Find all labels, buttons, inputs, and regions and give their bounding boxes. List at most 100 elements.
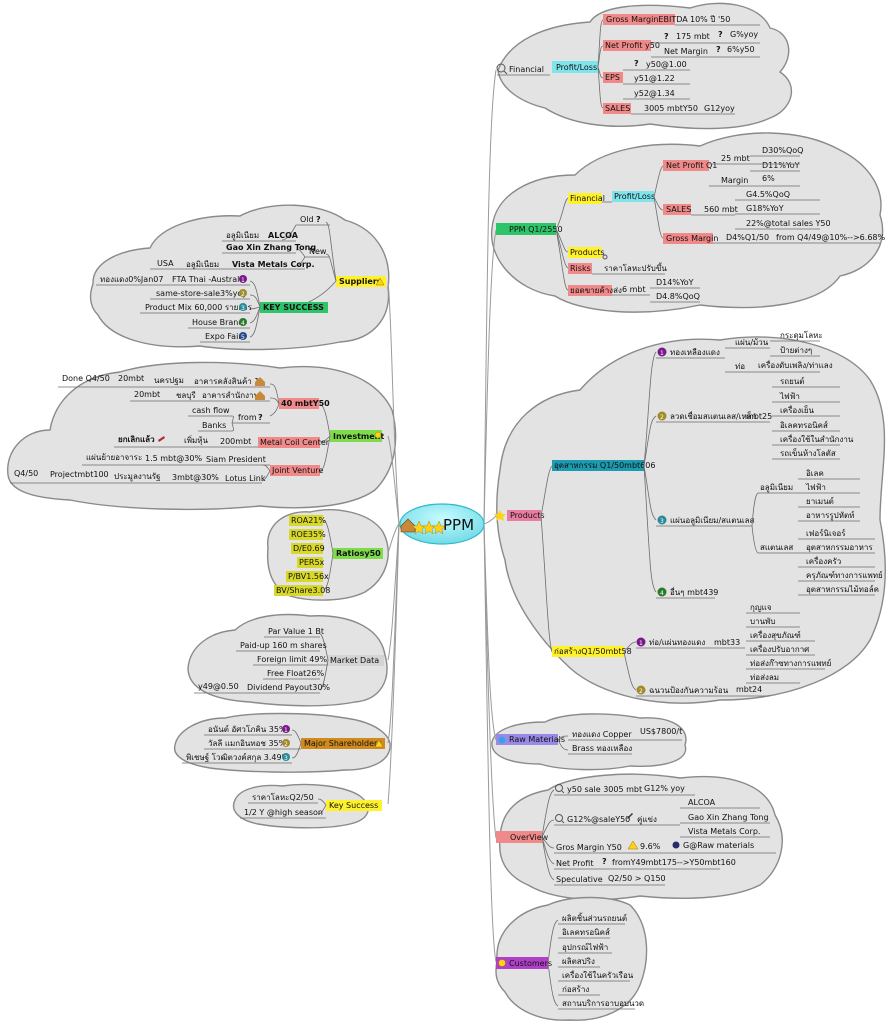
question-icon: ? xyxy=(718,30,723,39)
branch-ppm-q1[interactable]: PPM Q1/2550 Financial Profit/Loss Net Pr… xyxy=(496,146,885,303)
investment-chonburi: ชลบุรี xyxy=(176,391,196,400)
wire-item-3: อิเลคทรอนิคส์ xyxy=(780,420,828,430)
products-label: Products xyxy=(510,511,545,520)
overview-g12: G12%@saleY50 xyxy=(567,815,630,824)
svg-text:4: 4 xyxy=(241,320,245,327)
branch-products[interactable]: Products อุตสาหกรรม Q1/50mbt606 1 ทองเหล… xyxy=(494,330,883,697)
raw-copper-price: US$7800/t xyxy=(640,727,682,736)
wire: ลวดเชื่อมสแตนเลส/เหล็ก xyxy=(670,410,757,421)
ppm-backlog-6: 6 mbt xyxy=(622,285,646,294)
suppliers-alcoa: ALCOA xyxy=(268,231,299,240)
overview-spec-value: Q2/50 > Q150 xyxy=(608,874,666,883)
eps-y50: y50@1.00 xyxy=(646,60,687,69)
wire-item-4: เครื่องใช้ในสำนักงาน xyxy=(780,433,854,444)
investment-project: Projectmbt100 xyxy=(50,470,109,479)
overview-rival: คู่แข่ง xyxy=(637,815,657,825)
financial-profit-loss: Profit/Loss xyxy=(556,63,597,72)
home-icon xyxy=(400,518,416,533)
insulation: ฉนวนป้องกันความร้อน xyxy=(649,686,729,695)
investment-nakhon: นครปฐม xyxy=(154,376,184,385)
star-icon xyxy=(431,520,447,535)
suppliers-vista: Vista Metals Corp. xyxy=(232,260,315,269)
ppm-gm-d4: D4%Q1/50 xyxy=(726,233,769,242)
home-icon xyxy=(255,377,265,386)
cloud-market xyxy=(187,613,388,707)
shareholder-item-2: พิเชษฐ์ โวฒิตวงค์สกุล 3.49% xyxy=(186,752,290,762)
net-profit-y50: Net Profit y50 xyxy=(605,41,660,50)
stainless-item-4: อุตสาหกรรมไม้ทอล์ค xyxy=(806,584,879,594)
branch-investment[interactable]: Investment 40 mbtY50 Done Q4/50 20mbt นค… xyxy=(10,374,384,484)
ratio-item-0: ROA21% xyxy=(291,516,326,525)
customer-item-4: เครื่องใช้ในครัวเรือน xyxy=(562,969,634,980)
investment-mbt20b: 20mbt xyxy=(134,390,160,399)
wire-item-1: ไฟฟ้า xyxy=(779,392,800,401)
center-label: PPM xyxy=(443,516,474,534)
alu-item-0: อิเลค xyxy=(806,469,824,478)
eps-y52: y52@1.34 xyxy=(634,89,675,98)
overview-gross-margin: Gros Margin Y50 xyxy=(556,843,622,852)
market-item-2: Foreign limit 49% xyxy=(257,655,327,664)
suppliers-new: New xyxy=(309,247,327,256)
sales-value: 3005 mbtY50 xyxy=(644,104,698,113)
branch-shareholders[interactable]: Major Shareholders อนันต์ อัศวโภคิน 35% … xyxy=(182,724,385,764)
ppm-margin: Margin xyxy=(721,176,748,185)
key-success-item-0: ราคาโลหะQ2/50 xyxy=(252,792,314,802)
ppm-np-25: 25 mbt xyxy=(721,154,750,163)
question-icon: ? xyxy=(634,59,639,68)
phone-icon xyxy=(627,813,633,819)
ppm-np-d30: D30%QoQ xyxy=(762,146,803,155)
ratio-item-5: BV/Share3.08 xyxy=(276,586,330,595)
branch-financial[interactable]: Financial Profit/Loss Gross MarginEBITDA… xyxy=(496,14,760,115)
branch-raw-materials[interactable]: Raw Materials ทองแดง Copper US$7800/t Br… xyxy=(496,727,682,755)
customer-item-0: ผลิตชิ้นส่วนรถยนต์ xyxy=(562,912,627,923)
center-node[interactable]: PPM xyxy=(399,503,485,545)
suppliers-old: Old xyxy=(300,215,314,224)
ratio-item-3: PER5x xyxy=(299,558,325,567)
ppm-profit-loss: Profit/Loss xyxy=(614,192,655,201)
branch-customers[interactable]: Customers ผลิตชิ้นส่วนรถยนต์ อิเลคทรอนิค… xyxy=(496,912,644,1010)
branch-market[interactable]: Market Data Par Value 1 Bt Paid-up 160 m… xyxy=(194,627,384,694)
hammer-icon xyxy=(158,436,165,442)
investment-q450: Q4/50 xyxy=(14,469,38,478)
question-icon: ? xyxy=(664,32,669,41)
gm-value: 10% ปี '50 xyxy=(690,15,730,24)
question-icon: ? xyxy=(258,413,263,422)
wire-mbt: mbt25 xyxy=(746,412,772,421)
ks-item-4: Expo Fair xyxy=(205,332,242,341)
investment-banks: Banks xyxy=(202,421,226,430)
branch-overview[interactable]: OverView y50 sale 3005 mbt G12% yoy G12%… xyxy=(496,784,776,886)
ppm-sales: SALES xyxy=(666,205,691,214)
ks-item-3: House Brand xyxy=(192,318,243,327)
financial-label: Financial xyxy=(509,65,544,74)
branch-suppliers[interactable]: Suppliers Old ? อลูมิเนียม ALCOA New Gao… xyxy=(96,215,386,343)
ppm-q1-label: PPM Q1/2550 xyxy=(509,225,563,234)
cloud-financial xyxy=(497,2,793,130)
branch-key-success[interactable]: Key Success ราคาโลหะQ2/50 1/2 Y @high se… xyxy=(240,792,382,819)
industry: อุตสาหกรรม Q1/50mbt606 xyxy=(554,461,655,470)
pipe-item-0: กุญแจ xyxy=(750,603,772,612)
pipe-item-3: เครื่องปรับอากาศ xyxy=(750,643,809,654)
stainless-item-1: อุตสาหกรรมอาหาร xyxy=(806,543,873,552)
np-g-yoy: G%yoy xyxy=(730,30,758,39)
ppm-gm-from: from Q4/49@10%-->6.68% xyxy=(776,233,885,242)
gross-margin-ebitda: Gross MarginEBITDA xyxy=(606,15,688,24)
eps: EPS xyxy=(605,73,620,82)
copper-pipe-item-0: เครื่องดับเพลิง/ท่าแลง xyxy=(758,359,833,370)
construction: ก่อสร้างQ1/50mbt58 xyxy=(554,647,632,656)
market-item-4: Dividend Payout30% xyxy=(247,683,330,692)
question-icon: ? xyxy=(716,45,721,54)
investment-office: อาคารสำนักงาน xyxy=(202,391,260,400)
market-label: Market Data xyxy=(330,656,379,665)
suppliers-gao: Gao Xin Zhang Tong xyxy=(226,243,316,252)
pipe-item-4: ท่อส่งก๊าซทางการแพทย์ xyxy=(750,658,831,668)
bomb-icon xyxy=(672,841,680,849)
svg-text:1: 1 xyxy=(241,277,245,284)
key-success-label: Key Success xyxy=(329,801,378,810)
ppm-np-d11: D11%YoY xyxy=(762,161,800,170)
aluminum: แผ่นอลูมิเนียม/สแตนเลส xyxy=(670,516,754,526)
branch-ratios[interactable]: Ratiosy50 ROA21% ROE35% D/E0.69 PER5x P/… xyxy=(274,515,383,596)
svg-text:1: 1 xyxy=(284,727,288,734)
customers-label: Customers xyxy=(509,959,552,968)
investment-siam: Siam President xyxy=(206,455,266,464)
sales: SALES xyxy=(605,104,630,113)
